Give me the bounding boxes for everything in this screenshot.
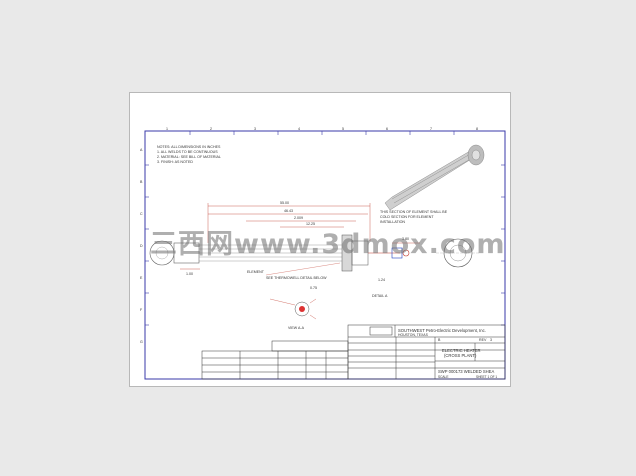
zone-b: B [140,180,143,184]
note-line: 1. ALL WELDS TO BE CONTINUOUS [157,150,218,154]
zone-f: F [140,308,143,312]
dimension-values: 55.00 46.43 2.009 12.25 1.00 3.80 0.75 1… [186,201,409,290]
zone-e: E [140,276,143,280]
heater-elevation [149,234,480,272]
dim-value: 0.75 [310,286,317,290]
drawing-sheet: 1 2 3 4 5 6 7 8 A B C D E F G NOTES: ALL… [129,92,511,387]
dim-value: 46.43 [284,209,293,213]
section-detail [269,298,317,320]
dim-value: 55.00 [280,201,289,205]
zone-5: 5 [342,127,344,131]
view-a-label: VIEW A-A [288,326,305,330]
sheet-label: SHEET 1 OF 1 [476,375,497,379]
annotation-line: INSTALLATION [380,220,405,224]
dimension-lines [180,203,420,270]
zone-d: D [140,244,143,248]
dim-value: 1.00 [186,272,193,276]
title-line-1: ELECTRIC HEATER [442,348,481,353]
view-labels: ELEMENT SEE THERMOWELL DETAIL BELOW DETA… [247,270,388,330]
drawing-number: SWP 000173 WELDED SHEA [438,369,494,374]
zone-7: 7 [430,127,432,131]
sheet-size: B [438,338,441,342]
zone-g: G [140,340,143,344]
watermark: 三西网www.3dmox.com [150,229,506,260]
rev-label: REV [479,338,487,342]
dim-value: 1.24 [378,278,385,282]
technical-drawing: 1 2 3 4 5 6 7 8 A B C D E F G NOTES: ALL… [140,127,506,380]
zone-1: 1 [166,127,168,131]
title-block [201,324,506,380]
zone-6: 6 [386,127,388,131]
title-line-2: (CROSS PLANT) [444,353,477,358]
dim-value: 2.009 [294,216,303,220]
zone-8: 8 [476,127,478,131]
company-location: HOUSTON, TEXAS [398,333,429,337]
annotation-right: THIS SECTION OF ELEMENT SHALL BE COLD SE… [380,210,448,224]
company-name: SOUTHWEST Petro-Electric Development, In… [398,328,486,333]
annotation-line: COLD SECTION FOR ELEMENT [380,215,434,219]
detail-a-label: DETAIL A [372,294,388,298]
note-line: 3. FINISH: AS NOTED [157,160,193,164]
zone-4: 4 [298,127,300,131]
note-line: 2. MATERIAL: SEE BILL OF MATERIAL [157,155,221,159]
rev-value: 3 [490,338,492,342]
title-block-text: SOUTHWEST Petro-Electric Development, In… [398,328,497,379]
dim-value: 3.80 [402,237,409,241]
annotation-line: THIS SECTION OF ELEMENT SHALL BE [380,210,448,214]
isometric-heater [384,144,485,211]
callout-label: SEE THERMOWELL DETAIL BELOW [266,276,327,280]
zone-c: C [140,212,143,216]
zone-a: A [140,148,143,152]
scale-label: SCALE [438,375,448,379]
element-tag: ELEMENT [247,270,265,274]
note-line: NOTES: ALL DIMENSIONS IN INCHES [157,145,221,149]
company-logo [369,326,393,336]
zone-2: 2 [210,127,212,131]
notes-block: NOTES: ALL DIMENSIONS IN INCHES 1. ALL W… [157,145,221,164]
dim-value: 12.25 [306,222,315,226]
zone-3: 3 [254,127,256,131]
